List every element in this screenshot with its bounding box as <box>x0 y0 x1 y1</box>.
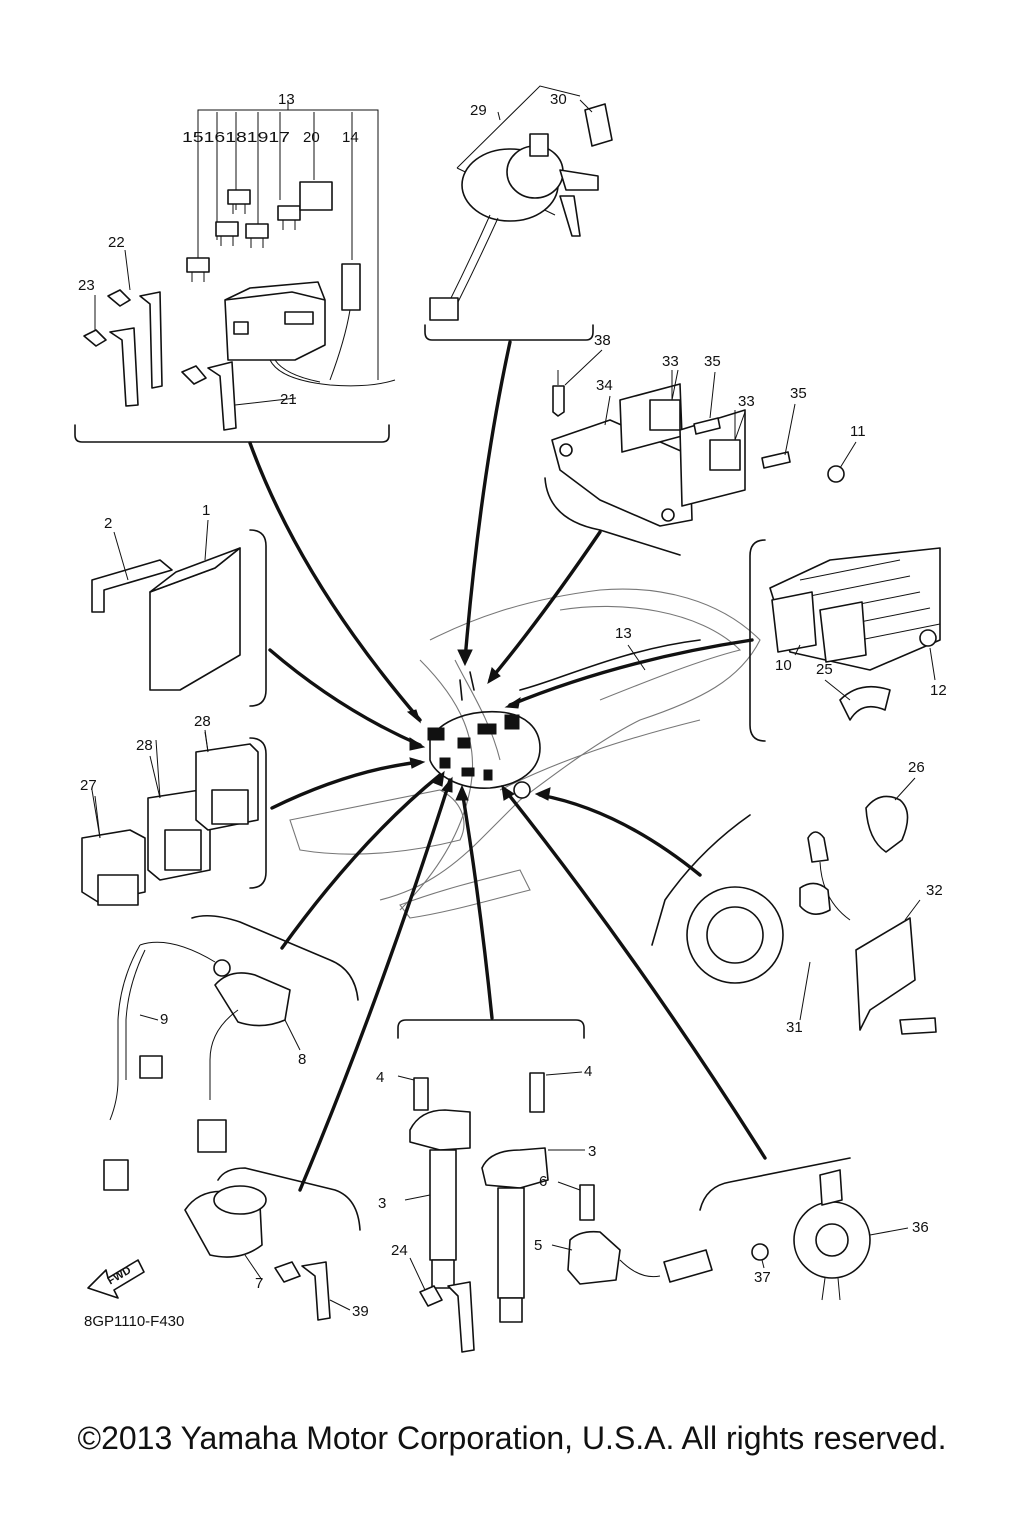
diagram-code: 8GP1110-F430 <box>84 1313 184 1330</box>
main-switch-group <box>429 85 613 321</box>
fuse-15 <box>186 257 210 282</box>
fuse-19 <box>245 223 269 248</box>
callout-29: 29 <box>470 102 487 119</box>
fuse-box-group <box>83 100 396 431</box>
callout-12: 12 <box>930 682 947 699</box>
callout-37: 37 <box>754 1269 771 1286</box>
callout-35b: 35 <box>790 385 807 402</box>
pointer-lines <box>248 340 767 1192</box>
callout-leaders <box>94 99 936 1311</box>
relay-bracket-group <box>551 370 791 527</box>
callout-2: 2 <box>104 515 112 532</box>
callout-38: 38 <box>594 332 611 349</box>
pickup-sensor-group <box>686 795 937 1035</box>
callout-13b: 13 <box>615 625 632 642</box>
callout-33a: 33 <box>662 353 679 370</box>
callout-3a: 3 <box>378 1195 386 1212</box>
callout-28b: 28 <box>194 713 211 730</box>
cable-tie-21 <box>181 361 237 431</box>
callout-14: 14 <box>342 129 359 146</box>
callout-4b: 4 <box>584 1063 592 1080</box>
callout-32: 32 <box>926 882 943 899</box>
fuse-18 <box>227 189 251 214</box>
callout-11: 11 <box>850 423 866 440</box>
ignition-coil-group <box>409 1072 713 1353</box>
callout-22: 22 <box>108 234 125 251</box>
callout-36: 36 <box>912 1219 929 1236</box>
callout-13a: 13 <box>278 91 295 108</box>
sensor-36-group <box>751 1169 871 1301</box>
callout-1: 1 <box>202 502 210 519</box>
fuse-20 <box>299 181 333 211</box>
callout-23: 23 <box>78 277 95 294</box>
callout-15-19: 1516181917 <box>182 129 290 146</box>
callout-30: 30 <box>550 91 567 108</box>
callout-20: 20 <box>303 129 320 146</box>
wire-harness-center <box>427 639 701 799</box>
callout-31: 31 <box>786 1019 803 1036</box>
callout-5: 5 <box>534 1237 542 1254</box>
cable-tie-22 <box>107 289 163 389</box>
callout-24: 24 <box>391 1242 408 1259</box>
callout-26: 26 <box>908 759 925 776</box>
lead-and-sensor-group <box>103 941 291 1191</box>
sensor-7-group <box>184 1185 331 1321</box>
callout-3b: 3 <box>588 1143 596 1160</box>
callout-8: 8 <box>298 1051 306 1068</box>
ecu-group <box>91 519 241 691</box>
copyright-notice: ©2013 Yamaha Motor Corporation, U.S.A. A… <box>77 1420 947 1456</box>
vehicle-frame-outline <box>289 588 761 919</box>
callout-39: 39 <box>352 1303 369 1320</box>
fuse-body <box>224 281 396 387</box>
callout-25: 25 <box>816 661 833 678</box>
callout-33b: 33 <box>738 393 755 410</box>
fwd-arrow-icon <box>87 1259 145 1299</box>
callout-7: 7 <box>255 1275 263 1292</box>
relays-group <box>81 729 259 906</box>
callout-6: 6 <box>539 1173 547 1190</box>
callout-10: 10 <box>775 657 792 674</box>
callout-9: 9 <box>160 1011 168 1028</box>
fuse-17 <box>277 205 301 230</box>
rectifier-group <box>769 465 941 721</box>
callout-34: 34 <box>596 377 613 394</box>
callout-labels: 1 2 3 3 4 4 5 6 7 8 9 10 11 12 13 13 14 … <box>78 91 947 1320</box>
callout-35a: 35 <box>704 353 721 370</box>
callout-21: 21 <box>280 391 297 408</box>
callout-28a: 28 <box>136 737 153 754</box>
fuse-16 <box>215 221 239 246</box>
callout-27: 27 <box>80 777 97 794</box>
fuse-connector-14 <box>329 263 361 381</box>
callout-4a: 4 <box>376 1069 384 1086</box>
cable-tie-23 <box>83 327 139 407</box>
